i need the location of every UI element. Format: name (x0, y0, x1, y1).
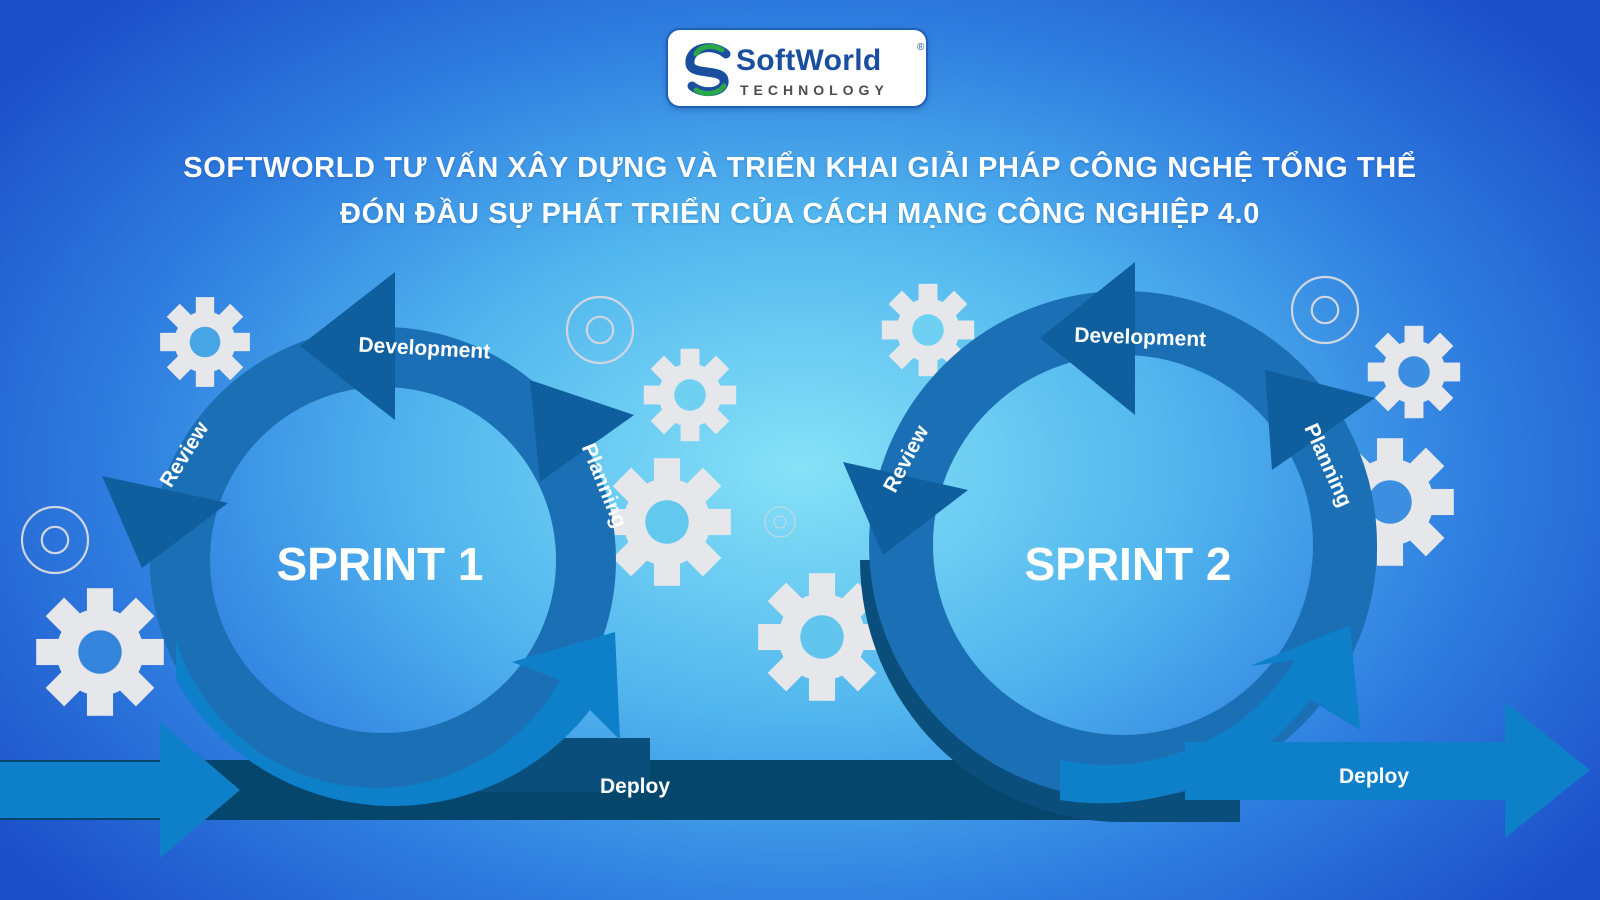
sprint-1-entry-arrow (0, 722, 240, 858)
gear-outline-icon (20, 505, 90, 575)
logo-registered-mark: ® (917, 42, 925, 53)
gear-outline-icon (1290, 275, 1360, 345)
softworld-s-icon (685, 43, 731, 97)
sprint-2-development-arrowhead (1040, 262, 1135, 415)
headline-line-1: SOFTWORLD TƯ VẤN XÂY DỰNG VÀ TRIỂN KHAI … (183, 152, 1417, 184)
gear-icon (1367, 325, 1461, 419)
sprint-1-planning-arrowhead (530, 380, 634, 482)
gear-outline-icon (764, 506, 796, 538)
sprint-1-development-arrowhead (300, 272, 395, 420)
softworld-logo: SoftWorld ® TECHNOLOGY (666, 28, 928, 108)
deploy-label-1: Deploy (600, 775, 670, 798)
sprint-1-review-arrowhead (102, 476, 228, 568)
gear-icon (1326, 438, 1454, 566)
logo-brand-text: SoftWorld (736, 44, 882, 77)
sprint-1-deploy-arrow (176, 632, 620, 806)
sprint-2-planning-arrowhead (1265, 370, 1375, 470)
gear-outline-icon (565, 295, 635, 365)
gear-icon (160, 297, 250, 387)
gear-icon (603, 458, 731, 586)
gear-icon (881, 283, 975, 377)
gear-icon (758, 573, 886, 701)
headline-line-2: ĐÓN ĐẦU SỰ PHÁT TRIỂN CỦA CÁCH MẠNG CÔNG… (340, 198, 1260, 230)
final-deploy-arrow (1185, 702, 1590, 838)
sprint-2-title: SPRINT 2 (1024, 538, 1231, 590)
sprint-1-title: SPRINT 1 (276, 538, 483, 590)
gear-icon (36, 588, 164, 716)
deploy-label-2: Deploy (1339, 765, 1409, 788)
sprint-2-review-arrowhead (843, 462, 968, 555)
sprint-2-development-label: Development (1074, 324, 1207, 352)
logo-subtitle: TECHNOLOGY (740, 82, 889, 98)
gear-icon (643, 348, 737, 442)
sprint-2-outer-loop (860, 560, 1240, 822)
